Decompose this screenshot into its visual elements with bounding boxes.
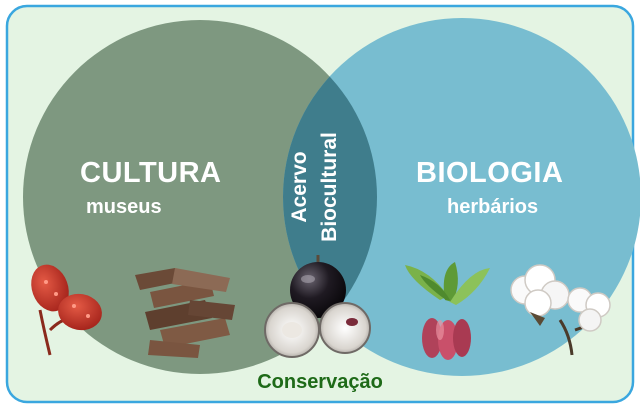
biologia-subtitle: herbários bbox=[447, 196, 539, 218]
dark-berry-illustration bbox=[290, 255, 346, 318]
cultura-title: CULTURA bbox=[80, 157, 222, 189]
intersection-label-line2: Biocultural bbox=[318, 132, 341, 242]
cultura-subtitle: museus bbox=[86, 196, 162, 218]
bulb-plant-illustration bbox=[405, 262, 490, 360]
conservation-label: Conservação bbox=[257, 371, 383, 393]
white-fruit-slices-illustration bbox=[264, 302, 371, 358]
cultura-circle bbox=[23, 20, 377, 374]
cotton-bolls-illustration bbox=[510, 264, 611, 356]
biologia-title: BIOLOGIA bbox=[416, 157, 564, 189]
red-seed-pods-illustration bbox=[31, 264, 102, 356]
bark-pieces-illustration bbox=[135, 268, 235, 358]
intersection-label-line1: Acervo bbox=[288, 151, 311, 223]
